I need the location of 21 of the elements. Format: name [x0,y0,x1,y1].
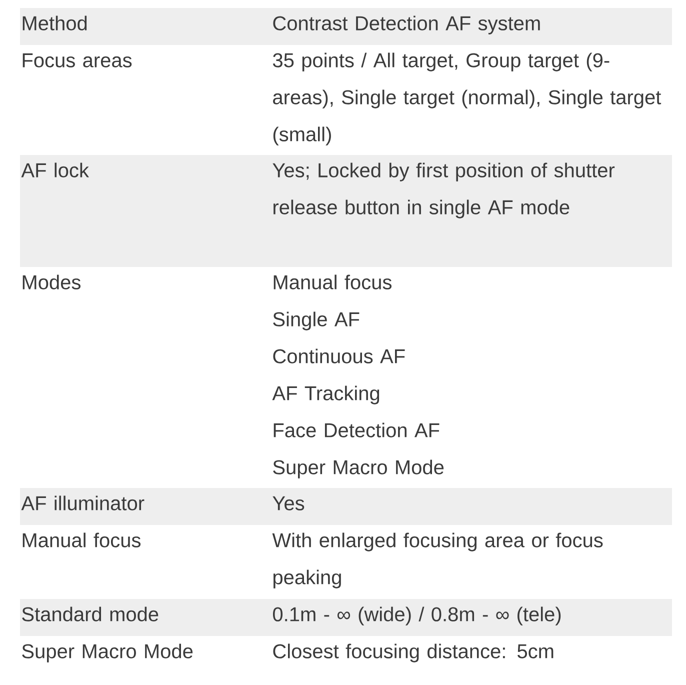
table-cell: Yes; Locked by first position of shutter release button in single AF mode [272,162,615,218]
table-cell: Modes [22,274,80,290]
table-cell: Contrast Detection AF system [273,16,540,34]
mode-item: Super Macro Mode [273,460,444,478]
mode-item: Continuous AF [273,348,405,364]
mode-item: Manual focus [274,274,392,290]
table-cell: Method [22,16,87,30]
table-cell: With enlarged focusing area or focus peaking [272,532,603,588]
table-cell: 0.1m - ∞ (wide) / 0.8m - ∞ (tele) [273,606,561,626]
table-cell: AF lock [21,162,89,178]
mode-item: Face Detection AF [274,422,440,438]
table-cell: Super Macro Mode [22,644,193,662]
table-cell: 35 points / All target, Group target (9-areas), Single target (normal), Single target (small) [272,52,662,146]
mode-item: AF Tracking [272,386,380,404]
table-cell: AF illuminator [21,496,144,510]
table-cell: Focus areas [22,53,132,68]
table-cell: Yes [272,496,304,510]
mode-item: Single AF [273,312,360,330]
table-cell: Closest focusing distance: 5cm [273,644,554,662]
table-cell: Standard mode [22,606,158,622]
table-cell: Manual focus [22,532,140,548]
